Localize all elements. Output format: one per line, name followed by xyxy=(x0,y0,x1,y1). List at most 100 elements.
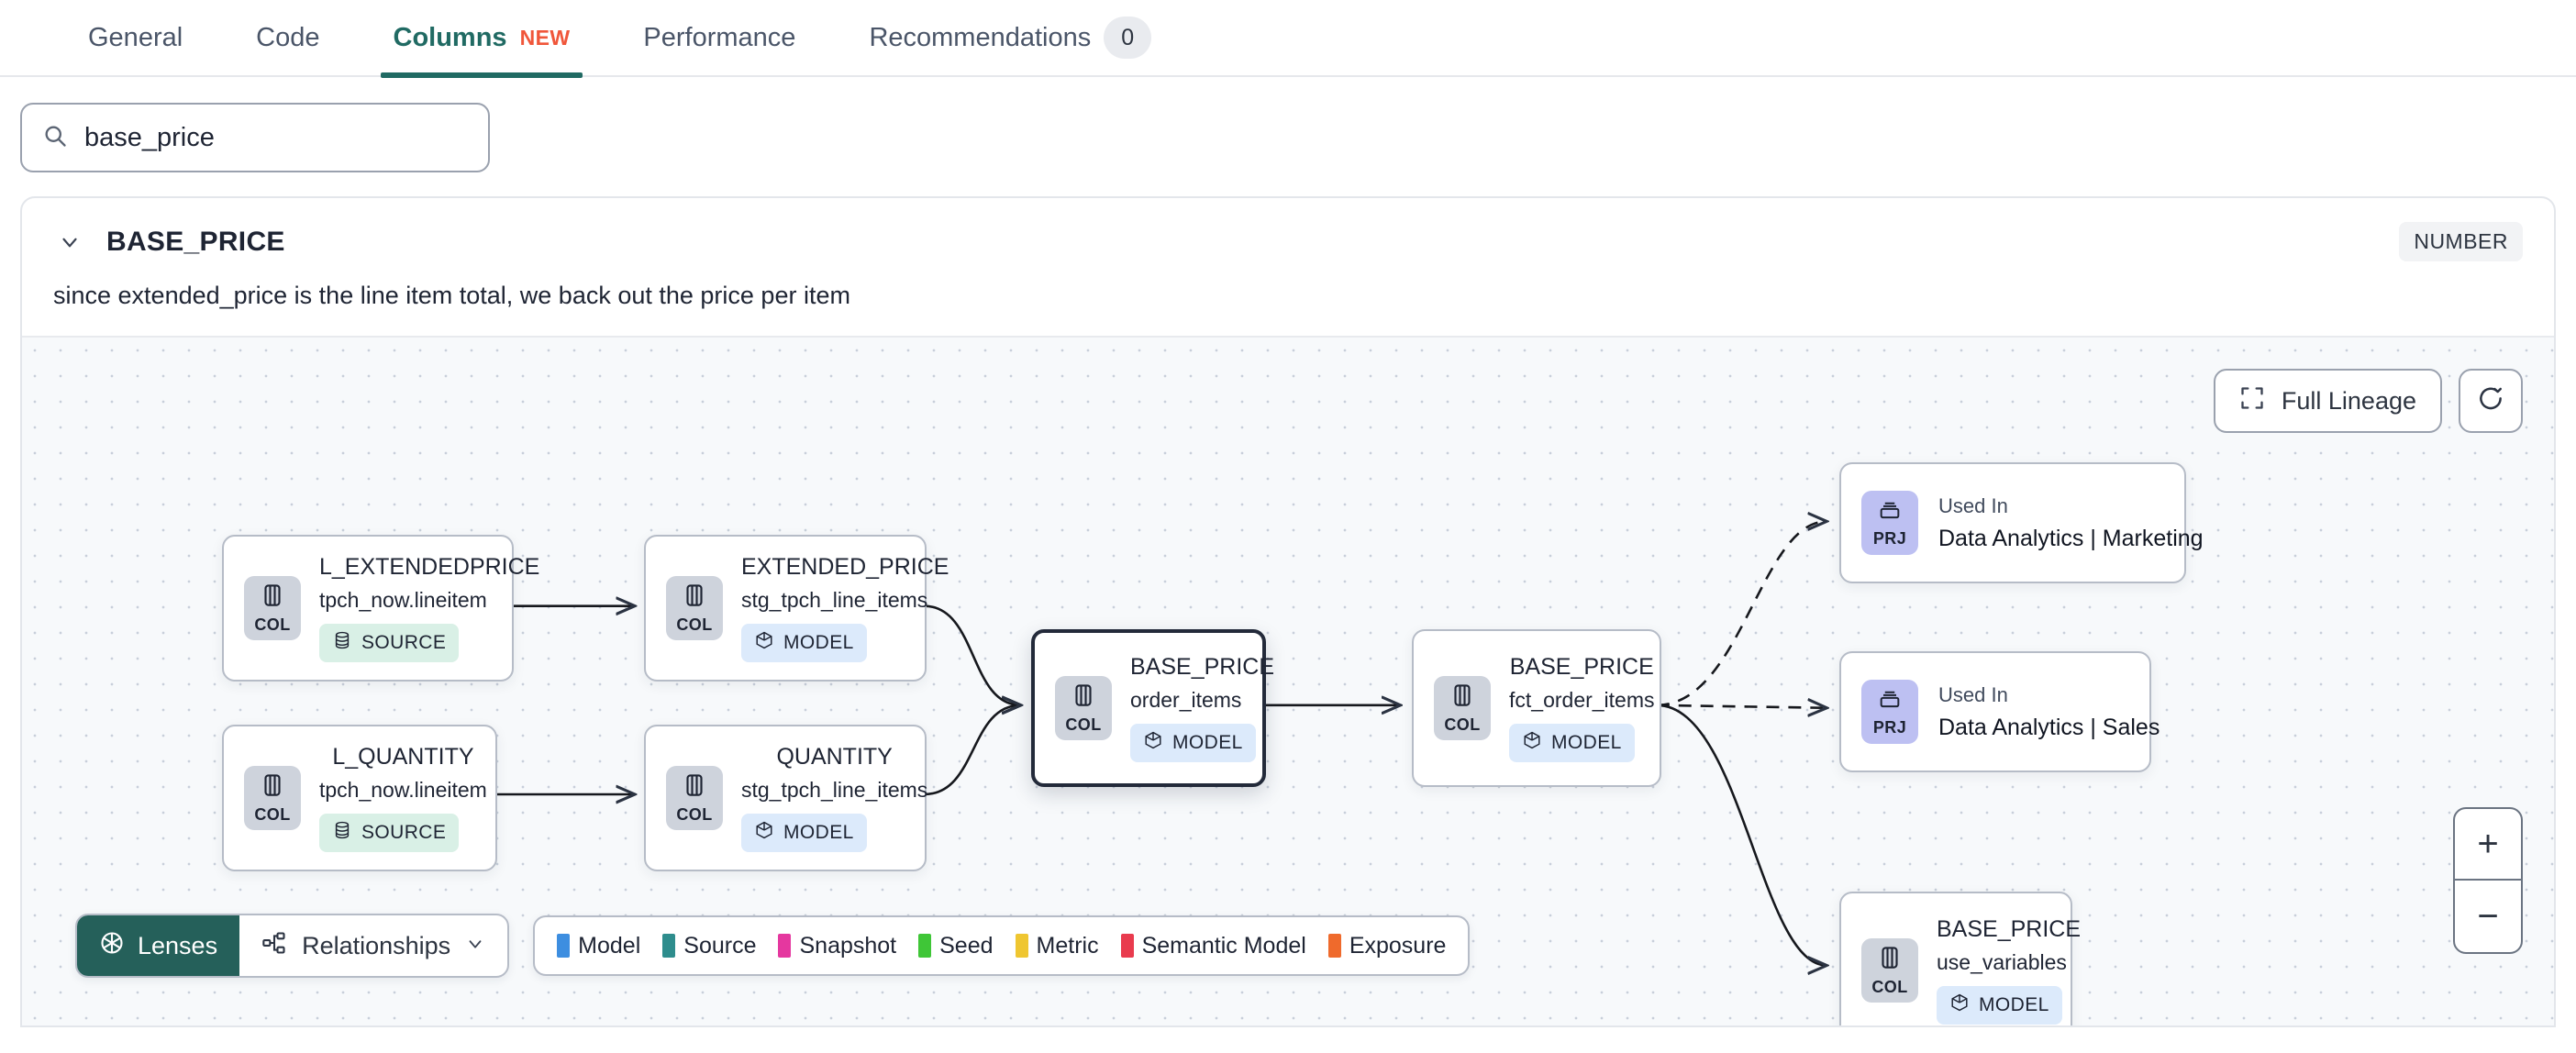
tab-columns[interactable]: Columns NEW xyxy=(357,0,607,78)
zoom-in-button[interactable]: + xyxy=(2455,809,2521,881)
tab-label: General xyxy=(88,22,183,52)
column-icon-chip: COL xyxy=(666,766,723,830)
hierarchy-icon xyxy=(261,930,287,962)
project-icon-chip: PRJ xyxy=(1861,680,1918,744)
legend-label: Source xyxy=(683,932,757,959)
node-table-name: use_variables xyxy=(1937,950,2067,974)
cube-icon xyxy=(754,630,774,656)
zoom-out-button[interactable]: − xyxy=(2477,895,2499,937)
column-icon-chip: COL xyxy=(1861,938,1918,1003)
project-icon xyxy=(1877,686,1903,716)
lenses-relationships-group: Lenses Relationships xyxy=(75,914,510,978)
column-header: BASE_PRICE NUMBER xyxy=(22,198,2554,261)
node-materialization-label: SOURCE xyxy=(361,632,447,653)
legend-label: Seed xyxy=(939,932,994,959)
column-description: since extended_price is the line item to… xyxy=(53,282,850,309)
chevron-down-icon[interactable] xyxy=(53,226,86,259)
node-chip-label: COL xyxy=(254,805,291,824)
database-icon xyxy=(332,820,352,846)
legend-item-semantic-model[interactable]: Semantic Model xyxy=(1120,933,1306,959)
lineage-edge-base_price_fct-to-prj_sales xyxy=(1656,705,1827,708)
node-table-name: tpch_now.lineitem xyxy=(319,778,487,802)
recommendations-count-badge: 0 xyxy=(1104,17,1152,59)
zoom-controls: + − xyxy=(2453,807,2523,954)
cube-icon xyxy=(754,820,774,846)
refresh-icon xyxy=(2477,385,2504,417)
tab-general[interactable]: General xyxy=(51,0,219,76)
node-chip-label: COL xyxy=(254,615,291,634)
node-table-name: order_items xyxy=(1130,688,1242,712)
legend-swatch xyxy=(662,934,676,958)
column-icon-chip: COL xyxy=(666,576,723,640)
chevron-down-icon xyxy=(465,932,485,960)
node-chip-label: COL xyxy=(1871,978,1908,996)
lineage-bottom-bar: Lenses Relationships xyxy=(75,914,1471,978)
node-column-name: L_EXTENDEDPRICE xyxy=(319,554,540,580)
node-materialization-badge: SOURCE xyxy=(319,814,460,852)
node-materialization-badge: MODEL xyxy=(741,814,867,852)
legend-item-source[interactable]: Source xyxy=(662,933,756,959)
legend-item-seed[interactable]: Seed xyxy=(918,932,994,959)
node-materialization-badge: MODEL xyxy=(1937,986,2062,1025)
legend-item-model[interactable]: Model xyxy=(557,933,640,959)
node-materialization-label: MODEL xyxy=(1172,732,1243,753)
lineage-toolbar: Full Lineage xyxy=(2213,369,2523,433)
refresh-button[interactable] xyxy=(2459,369,2523,433)
full-lineage-button[interactable]: Full Lineage xyxy=(2213,369,2442,433)
cube-icon xyxy=(1522,730,1542,756)
tab-label: Performance xyxy=(643,22,796,52)
column-icon xyxy=(259,771,286,804)
column-icon-chip: COL xyxy=(244,766,301,830)
search-area xyxy=(0,77,2576,196)
tab-code[interactable]: Code xyxy=(219,0,356,76)
node-column-name: BASE_PRICE xyxy=(1937,916,2082,942)
search-input[interactable] xyxy=(84,122,468,153)
legend-label: Exposure xyxy=(1349,932,1447,959)
node-used-in-label: Used In xyxy=(1938,493,2008,517)
legend-item-exposure[interactable]: Exposure xyxy=(1327,932,1447,959)
tab-recommendations[interactable]: Recommendations 0 xyxy=(832,0,1188,76)
node-used-in-label: Used In xyxy=(1938,682,2008,706)
legend-swatch xyxy=(1120,934,1134,958)
column-icon-chip: COL xyxy=(1434,676,1491,740)
lenses-label: Lenses xyxy=(138,931,218,959)
legend-item-snapshot[interactable]: Snapshot xyxy=(778,933,896,959)
node-column-name: QUANTITY xyxy=(776,744,893,770)
legend-swatch xyxy=(1015,934,1028,958)
tab-label: Code xyxy=(256,22,320,52)
column-icon-chip: COL xyxy=(1055,676,1112,740)
legend-item-metric[interactable]: Metric xyxy=(1015,933,1099,959)
column-icon xyxy=(1070,682,1097,714)
relationships-button[interactable]: Relationships xyxy=(239,915,507,976)
column-panel: BASE_PRICE NUMBER since extended_price i… xyxy=(20,196,2556,1027)
legend-label: Snapshot xyxy=(799,932,897,959)
node-column-name: EXTENDED_PRICE xyxy=(741,554,949,580)
search-box[interactable] xyxy=(20,103,490,172)
node-chip-label: COL xyxy=(676,805,713,824)
tab-new-badge: NEW xyxy=(519,25,571,50)
column-name: BASE_PRICE xyxy=(106,226,285,257)
tab-performance[interactable]: Performance xyxy=(606,0,832,76)
tab-label: Columns xyxy=(393,22,507,52)
lenses-button[interactable]: Lenses xyxy=(77,915,240,976)
project-icon xyxy=(1877,497,1903,527)
node-chip-label: PRJ xyxy=(1872,718,1907,737)
